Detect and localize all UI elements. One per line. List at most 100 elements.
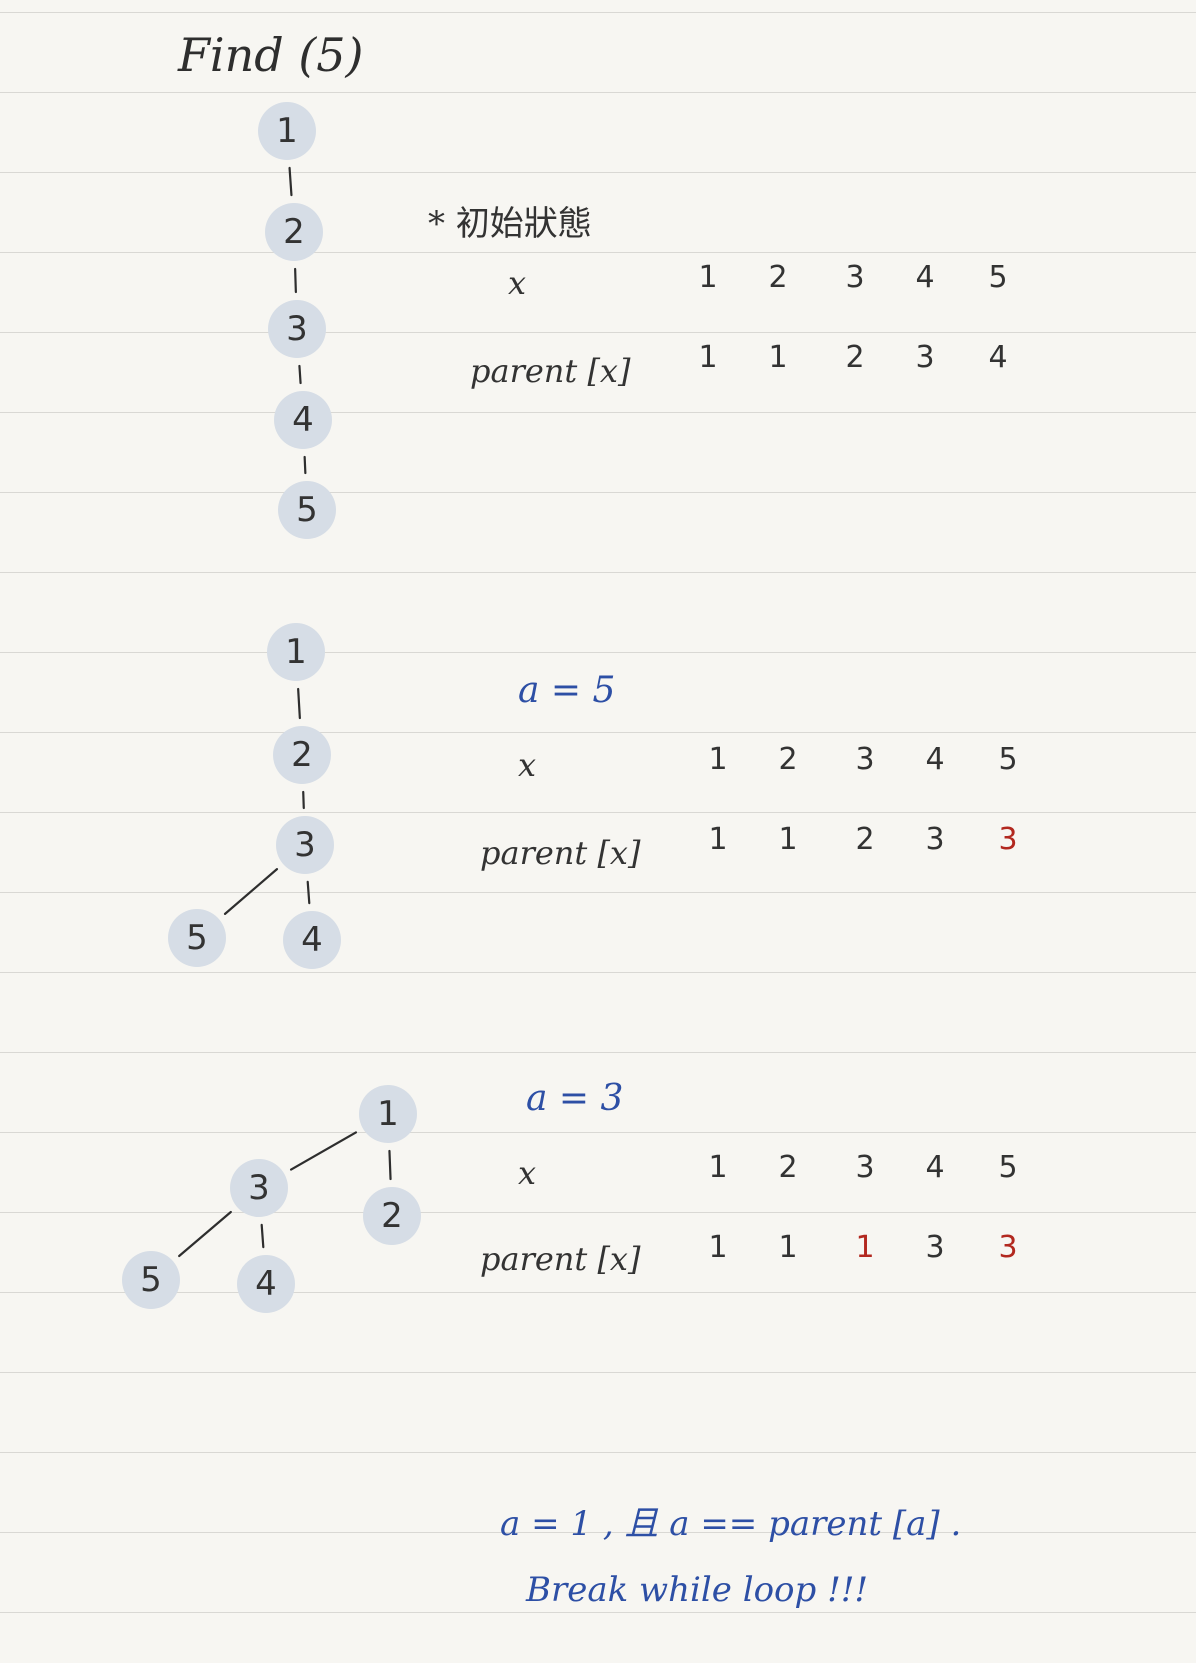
tree-node: 3 — [276, 816, 334, 874]
tree-node: 1 — [258, 102, 316, 160]
table-parent-label: parent [x] — [470, 352, 631, 390]
ruled-line — [0, 252, 1196, 253]
ruled-line — [0, 972, 1196, 973]
tree-edge — [297, 687, 301, 720]
node-circle — [265, 203, 323, 261]
parent-cell: 1 — [768, 340, 788, 375]
node-circle — [273, 726, 331, 784]
table-parent-label: parent [x] — [480, 1240, 641, 1278]
node-label: 5 — [296, 490, 318, 530]
x-cell: 1 — [708, 1150, 728, 1185]
ruled-line — [0, 1132, 1196, 1133]
tree-node: 3 — [230, 1159, 288, 1217]
node-circle — [359, 1085, 417, 1143]
parent-cell: 4 — [988, 340, 1008, 375]
ruled-line — [0, 812, 1196, 813]
parent-cell: 3 — [998, 1230, 1018, 1265]
node-label: 5 — [186, 918, 208, 958]
x-cell: 1 — [708, 742, 728, 777]
table-heading-a3: a = 3 — [526, 1078, 624, 1119]
tree-edge — [302, 790, 305, 810]
tree-1: 1 2 3 4 5 — [258, 102, 336, 539]
node-circle — [283, 911, 341, 969]
tree-node: 2 — [265, 203, 323, 261]
table-parent-label: parent [x] — [480, 834, 641, 872]
x-cell: 4 — [925, 1150, 945, 1185]
node-label: 3 — [294, 825, 316, 865]
parent-cell: 1 — [778, 1230, 798, 1265]
conclusion-line-2: Break while loop !!! — [526, 1570, 869, 1610]
ruled-line — [0, 1532, 1196, 1533]
tree-edge — [294, 267, 297, 294]
parent-cell: 1 — [708, 822, 728, 857]
tree-node: 2 — [363, 1187, 421, 1245]
node-label: 4 — [255, 1264, 277, 1304]
parent-cell: 1 — [708, 1230, 728, 1265]
ruled-line — [0, 1292, 1196, 1293]
node-circle — [168, 909, 226, 967]
tree-edge — [303, 455, 307, 475]
node-circle — [122, 1251, 180, 1309]
node-circle — [274, 391, 332, 449]
ruled-line — [0, 1612, 1196, 1613]
tree-edge — [288, 166, 293, 197]
tree-3: 1 3 2 5 4 — [122, 1085, 421, 1313]
parent-cell: 2 — [855, 822, 875, 857]
parent-cell: 3 — [925, 1230, 945, 1265]
ruled-line — [0, 1452, 1196, 1453]
ruled-line — [0, 652, 1196, 653]
node-circle — [276, 816, 334, 874]
parent-cell: 1 — [855, 1230, 875, 1265]
tree-edge — [388, 1149, 392, 1181]
x-cell: 3 — [855, 1150, 875, 1185]
x-cell: 2 — [778, 1150, 798, 1185]
table-x-label: x — [508, 264, 527, 302]
ruled-line — [0, 1052, 1196, 1053]
tree-edge — [289, 1131, 358, 1171]
tree-node: 1 — [267, 623, 325, 681]
ruled-line — [0, 92, 1196, 93]
parent-cell: 3 — [998, 822, 1018, 857]
tree-edge — [178, 1210, 232, 1258]
ruled-line — [0, 412, 1196, 413]
tree-edge — [223, 868, 279, 915]
tree-node: 4 — [283, 911, 341, 969]
table-heading-initial: * 初始狀態 — [428, 204, 592, 244]
node-label: 1 — [276, 111, 298, 151]
node-label: 2 — [283, 212, 305, 252]
node-circle — [363, 1187, 421, 1245]
node-label: 3 — [286, 309, 308, 349]
parent-cell: 1 — [778, 822, 798, 857]
x-cell: 4 — [925, 742, 945, 777]
parent-cell: 3 — [925, 822, 945, 857]
tree-edge — [260, 1223, 265, 1249]
node-label: 2 — [381, 1196, 403, 1236]
tree-node: 3 — [268, 300, 326, 358]
node-circle — [278, 481, 336, 539]
x-cell: 3 — [845, 260, 865, 295]
tree-edge — [306, 880, 311, 905]
ruled-line — [0, 732, 1196, 733]
x-cell: 5 — [998, 1150, 1018, 1185]
x-cell: 1 — [698, 260, 718, 295]
x-cell: 2 — [768, 260, 788, 295]
node-circle — [230, 1159, 288, 1217]
x-cell: 4 — [915, 260, 935, 295]
page-title: Find (5) — [178, 28, 364, 82]
ruled-line — [0, 12, 1196, 13]
node-circle — [267, 623, 325, 681]
table-heading-a5: a = 5 — [518, 670, 616, 711]
x-cell: 3 — [855, 742, 875, 777]
node-circle — [237, 1255, 295, 1313]
tree-node: 4 — [237, 1255, 295, 1313]
ruled-line — [0, 492, 1196, 493]
node-label: 4 — [292, 400, 314, 440]
node-label: 1 — [285, 632, 307, 672]
tree-node: 4 — [274, 391, 332, 449]
tree-node: 1 — [359, 1085, 417, 1143]
node-label: 4 — [301, 920, 323, 960]
tree-node: 5 — [122, 1251, 180, 1309]
